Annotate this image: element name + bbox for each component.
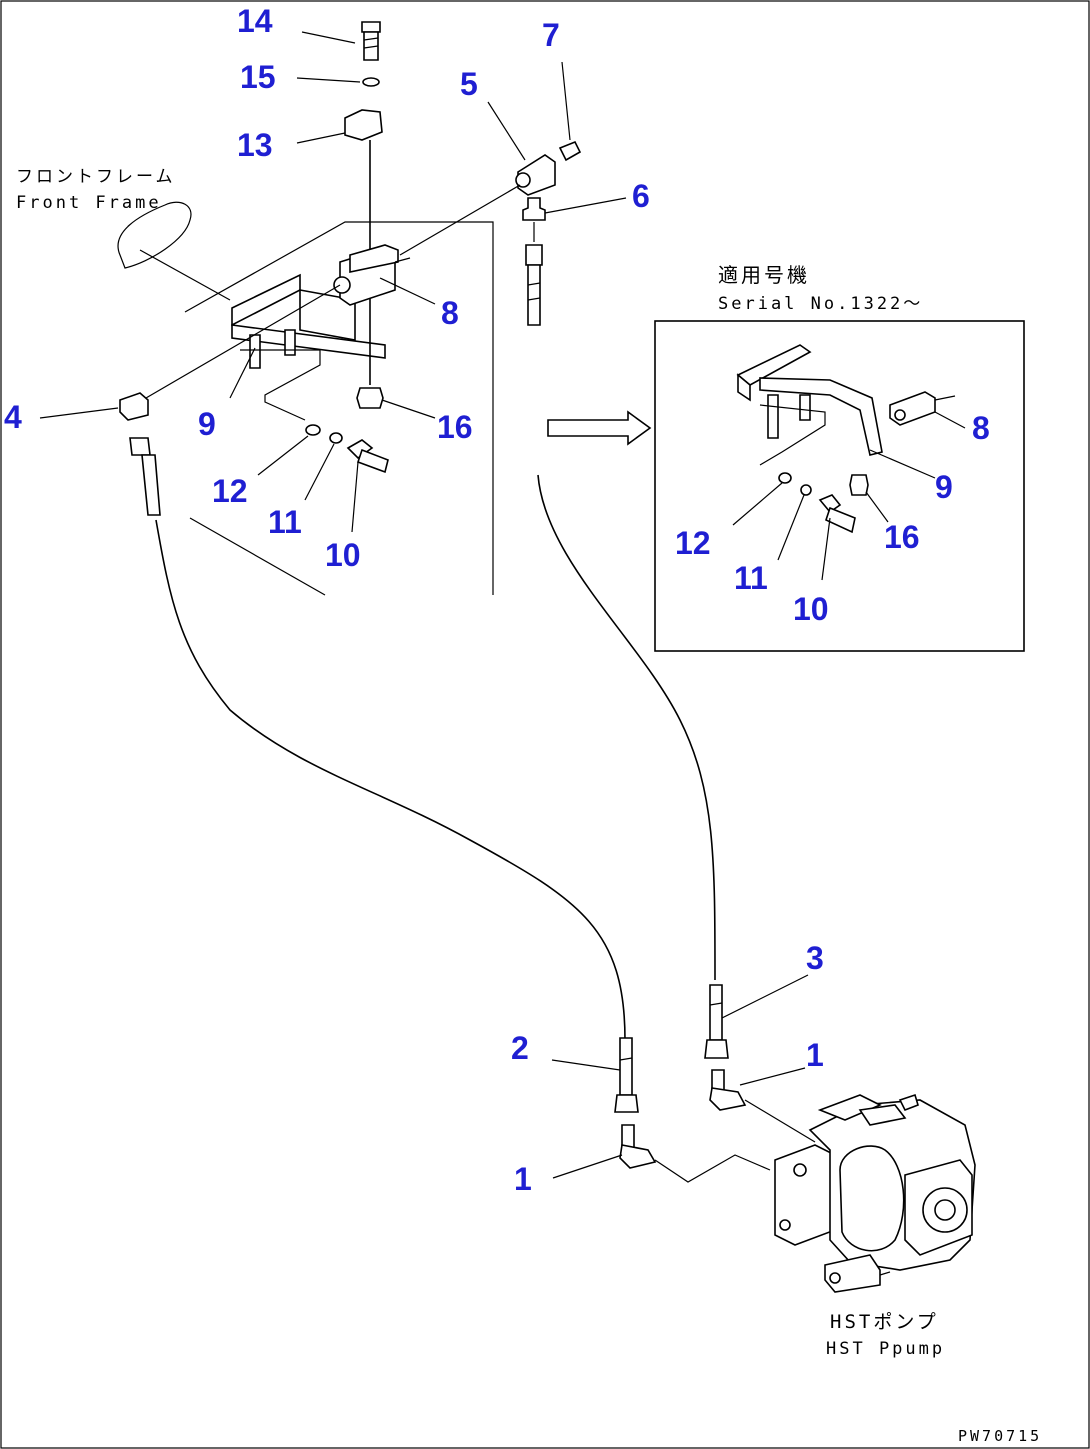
- elbow-and-left-hose: [119, 284, 626, 1041]
- callout-6: 6: [632, 178, 650, 214]
- callout-1-upper: 1: [806, 1037, 824, 1073]
- serial-jp-label: 適用号機: [718, 263, 810, 287]
- inset-bracket: [736, 344, 956, 534]
- hst-pump-jp-label: HSTポンプ: [830, 1311, 939, 1333]
- drawing-code: PW70715: [958, 1427, 1042, 1445]
- leader-lines: [39, 31, 966, 1179]
- callout-12: 12: [212, 473, 248, 509]
- callout-11: 11: [268, 504, 302, 540]
- callout-14: 14: [237, 3, 273, 39]
- callout-9: 9: [198, 406, 216, 442]
- inset-callout-10: 10: [793, 591, 829, 627]
- inset-callout-12: 12: [675, 525, 711, 561]
- serial-en-label: Serial No.1322～: [718, 294, 923, 314]
- callout-13: 13: [237, 127, 273, 163]
- front-frame-outline: [117, 201, 494, 596]
- callout-16: 16: [437, 409, 473, 445]
- callout-10: 10: [325, 537, 361, 573]
- solenoid-valve: [333, 140, 411, 409]
- top-bolt-assembly: [344, 21, 383, 141]
- hst-pump: [774, 1093, 976, 1293]
- callout-7: 7: [542, 17, 560, 53]
- callout-15: 15: [240, 59, 276, 95]
- adapter-fittings: [399, 140, 582, 326]
- callout-4: 4: [4, 399, 22, 435]
- front-frame-en-label: Front Frame: [16, 193, 162, 213]
- callout-3: 3: [806, 940, 824, 976]
- inset-callout-16: 16: [884, 519, 920, 555]
- bolt-washers-main: [305, 424, 389, 474]
- hst-pump-en-label: HST Ppump: [826, 1339, 945, 1359]
- hose-end-3-and-elbow: [704, 984, 816, 1143]
- inset-arrow: [547, 410, 652, 446]
- hose-end-2-and-elbow: [614, 1037, 771, 1183]
- callout-1-lower: 1: [514, 1161, 532, 1197]
- callout-8: 8: [441, 295, 459, 331]
- inset-box: [654, 320, 1025, 652]
- inset-callout-9: 9: [935, 469, 953, 505]
- inset-callout-11: 11: [734, 560, 768, 596]
- callout-2: 2: [511, 1030, 529, 1066]
- bracket-main: [231, 273, 386, 421]
- inset-callout-8: 8: [972, 410, 990, 446]
- right-hose: [537, 474, 716, 981]
- callout-5: 5: [460, 66, 478, 102]
- front-frame-jp-label: フロントフレーム: [16, 167, 176, 187]
